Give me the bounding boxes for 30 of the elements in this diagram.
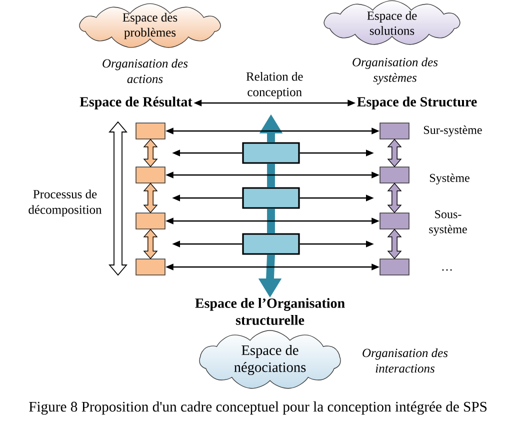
small-box bbox=[380, 258, 410, 276]
cloud: Espace des problèmes bbox=[79, 3, 221, 48]
small-box bbox=[380, 212, 410, 230]
level-label: Système bbox=[430, 174, 470, 184]
caption: Figure 8 Proposition d'un cadre conceptuel pour la conception intégrée de SPS bbox=[29, 401, 487, 415]
edge-label: Relation de conception bbox=[240, 70, 309, 100]
small-box bbox=[380, 166, 410, 184]
level-label: Sous-système bbox=[429, 210, 467, 236]
level-label: Sur-système bbox=[424, 126, 482, 136]
wide-box bbox=[242, 142, 300, 164]
small-box bbox=[380, 122, 410, 140]
block-arrow bbox=[258, 254, 282, 298]
small-box bbox=[136, 122, 166, 140]
wide-box bbox=[242, 233, 300, 255]
block-arrow bbox=[259, 114, 283, 143]
cloud: Espace de solutions bbox=[324, 0, 460, 45]
thick-bar bbox=[267, 208, 275, 234]
label: Processus de décomposition bbox=[28, 190, 102, 216]
small-box bbox=[136, 166, 166, 184]
label: Organisation des interactions bbox=[362, 348, 448, 373]
wide-box bbox=[242, 187, 300, 209]
cloud: Espace de négociations bbox=[199, 330, 341, 389]
heading: Espace de Structure bbox=[357, 96, 477, 110]
thick-bar bbox=[267, 163, 275, 188]
small-box bbox=[136, 258, 166, 276]
small-box bbox=[136, 212, 166, 230]
heading: Espace de Résultat bbox=[80, 96, 192, 110]
label: Organisation des systèmes bbox=[352, 58, 438, 84]
heading: Espace de l’Organisation structurelle bbox=[195, 298, 345, 325]
level-label: … bbox=[442, 269, 452, 271]
